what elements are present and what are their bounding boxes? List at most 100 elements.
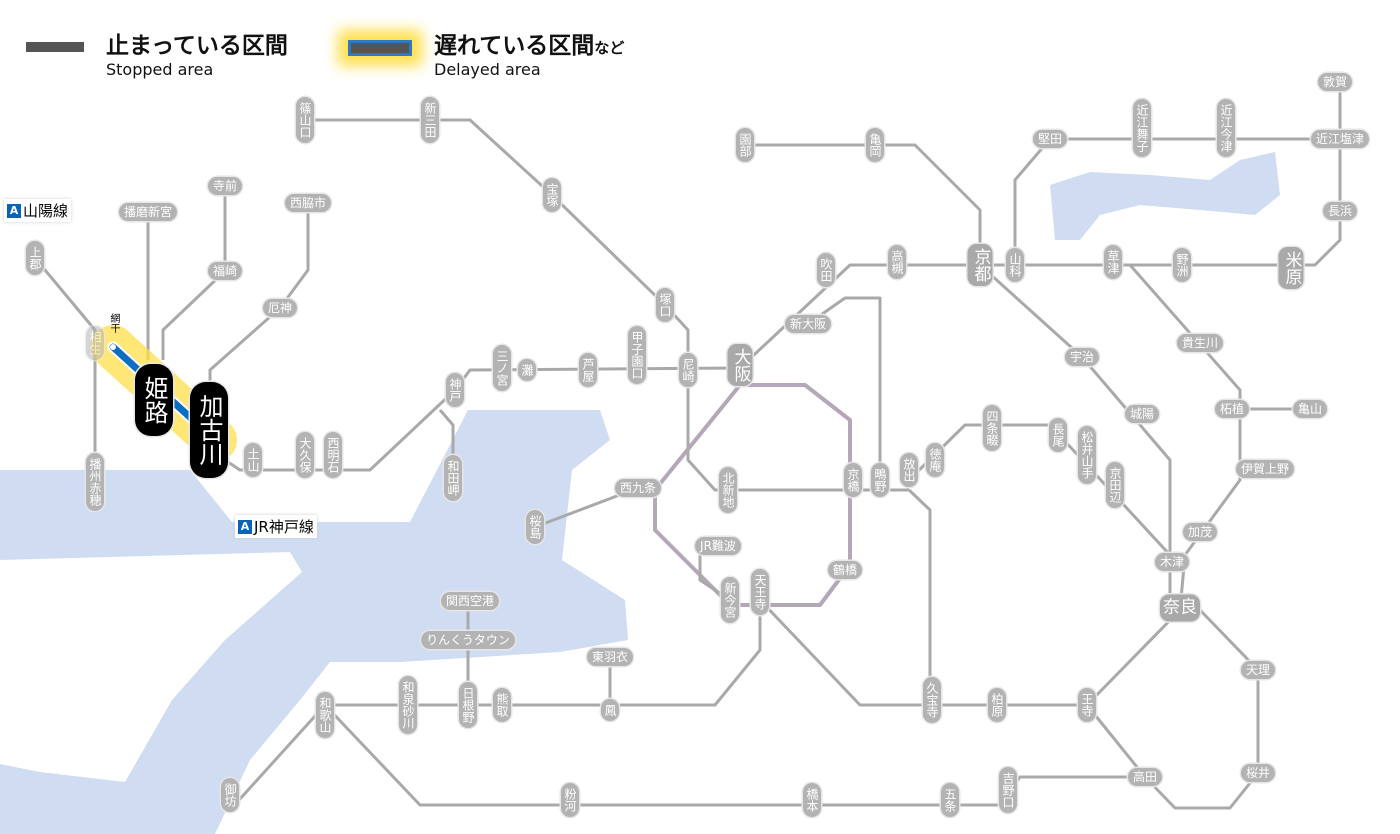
legend-delayed-suffix: など [594, 39, 625, 57]
station-55[interactable]: 新今宮 [721, 577, 739, 623]
station-78[interactable]: 伊賀上野 [1235, 460, 1295, 478]
station-42[interactable]: 城陽 [1124, 405, 1160, 423]
station-34[interactable]: 長浜 [1322, 202, 1358, 220]
station-82[interactable]: 桜井 [1240, 764, 1276, 782]
station-27[interactable]: 京都 [967, 244, 993, 286]
station-80[interactable]: 亀山 [1292, 400, 1328, 418]
station-44[interactable]: 松井山手 [1078, 426, 1096, 484]
station-26[interactable]: 亀岡 [866, 128, 884, 162]
station-14[interactable]: 土山 [244, 443, 262, 477]
legend-delayed-en: Delayed area [434, 60, 541, 79]
station-7[interactable]: 芦屋 [579, 353, 597, 387]
station-label-aboshi: 網干 [108, 313, 119, 333]
station-56[interactable]: 天王寺 [751, 569, 769, 615]
station-74[interactable]: 久宝寺 [923, 677, 941, 723]
legend-delayed-jp: 遅れている区間 [434, 33, 595, 59]
station-4[interactable]: 甲子園口 [628, 326, 646, 384]
station-19[interactable]: 播州赤穂 [86, 453, 104, 511]
station-40[interactable]: 新大阪 [784, 315, 832, 333]
station-76[interactable]: 木津 [1154, 553, 1190, 571]
station-22[interactable]: 福崎 [207, 262, 243, 280]
legend-delayed: 遅れている区間など Delayed area [348, 26, 624, 79]
station-37[interactable]: 草津 [1104, 245, 1122, 279]
station-66[interactable]: 御坊 [221, 778, 239, 812]
station-33[interactable]: 近江塩津 [1310, 130, 1370, 148]
station-46[interactable]: 四条畷 [983, 405, 1001, 451]
station-71[interactable]: 高田 [1127, 768, 1163, 786]
station-20[interactable]: 播磨新宮 [118, 203, 178, 221]
station-58[interactable]: 関西空港 [440, 592, 500, 610]
station-69[interactable]: 五条 [941, 783, 959, 817]
station-36[interactable]: 野洲 [1173, 248, 1191, 282]
station-65[interactable]: 和歌山 [316, 692, 334, 738]
legend-stopped: 止まっている区間 Stopped area [26, 26, 288, 79]
station-52[interactable]: 西九条 [614, 479, 662, 497]
station-79[interactable]: 柘植 [1214, 400, 1250, 418]
station-83[interactable]: 貴生川 [1176, 334, 1224, 352]
station-77[interactable]: 加茂 [1182, 523, 1218, 541]
station-30[interactable]: 近江舞子 [1133, 99, 1151, 157]
station-61[interactable]: 鳳 [601, 699, 619, 721]
station-48[interactable]: 放出 [900, 453, 918, 487]
station-47[interactable]: 徳庵 [926, 443, 944, 477]
station-70[interactable]: 吉野口 [999, 767, 1017, 813]
station-25[interactable]: 園部 [736, 128, 754, 162]
station-31[interactable]: 近江今津 [1217, 99, 1235, 157]
station-35[interactable]: 米原 [1278, 247, 1304, 289]
station-75[interactable]: 奈良 [1160, 594, 1200, 622]
station-38[interactable]: 高槻 [888, 245, 906, 279]
station-51[interactable]: 北新地 [719, 467, 737, 513]
station-29[interactable]: 堅田 [1032, 130, 1068, 148]
station-54[interactable]: JR難波 [695, 537, 741, 555]
station-0[interactable]: 篠山口 [296, 97, 314, 143]
station-6[interactable]: 大阪 [727, 344, 753, 386]
station-3[interactable]: 塚口 [656, 288, 674, 322]
station-18[interactable]: 上郡 [26, 241, 44, 275]
station-49[interactable]: 鴫野 [871, 463, 889, 497]
legend-stopped-jp: 止まっている区間 [106, 33, 288, 59]
station-41[interactable]: 宇治 [1064, 348, 1100, 366]
station-1[interactable]: 新三田 [421, 97, 439, 143]
station-59[interactable]: りんくうタウン [421, 631, 515, 649]
station-62[interactable]: 日根野 [459, 682, 477, 728]
station-67[interactable]: 粉河 [561, 783, 579, 817]
station-24[interactable]: 厄神 [262, 299, 298, 317]
station-17[interactable]: 相生 [86, 326, 104, 360]
station-10[interactable]: 神戸 [446, 373, 464, 407]
station-60[interactable]: 東羽衣 [586, 648, 634, 666]
station-53[interactable]: 桜島 [526, 510, 544, 544]
station-68[interactable]: 橋本 [803, 783, 821, 817]
station-16[interactable]: 姫路 [135, 364, 173, 436]
station-28[interactable]: 山科 [1006, 248, 1024, 282]
station-63[interactable]: 熊取 [493, 688, 511, 722]
legend-stopped-en: Stopped area [106, 60, 214, 79]
line-badge: A [7, 203, 21, 218]
station-2[interactable]: 宝塚 [543, 178, 561, 212]
station-81[interactable]: 天理 [1240, 661, 1276, 679]
delayed-swatch [348, 40, 412, 56]
station-39[interactable]: 吹田 [817, 253, 835, 287]
line-badge: A [238, 519, 252, 534]
station-32[interactable]: 敦賀 [1317, 73, 1353, 91]
station-5[interactable]: 尼崎 [679, 353, 697, 387]
stopped-swatch [26, 42, 84, 52]
station-64[interactable]: 和泉砂川 [399, 676, 417, 734]
station-8[interactable]: 灘 [518, 359, 536, 381]
station-15[interactable]: 加古川 [190, 382, 228, 478]
line-name: JR神戸線 [254, 518, 314, 536]
station-9[interactable]: 三ノ宮 [493, 345, 511, 391]
water [0, 152, 1280, 834]
station-50[interactable]: 京橋 [844, 463, 862, 497]
station-23[interactable]: 西脇市 [284, 194, 332, 212]
station-73[interactable]: 柏原 [988, 688, 1006, 722]
station-57[interactable]: 鶴橋 [827, 561, 863, 579]
station-43[interactable]: 京田辺 [1106, 462, 1124, 508]
station-72[interactable]: 王寺 [1078, 688, 1096, 722]
station-11[interactable]: 和田岬 [444, 455, 462, 501]
station-21[interactable]: 寺前 [207, 177, 243, 195]
station-12[interactable]: 西明石 [324, 432, 342, 478]
station-45[interactable]: 長尾 [1049, 418, 1067, 452]
station-13[interactable]: 大久保 [296, 432, 314, 478]
